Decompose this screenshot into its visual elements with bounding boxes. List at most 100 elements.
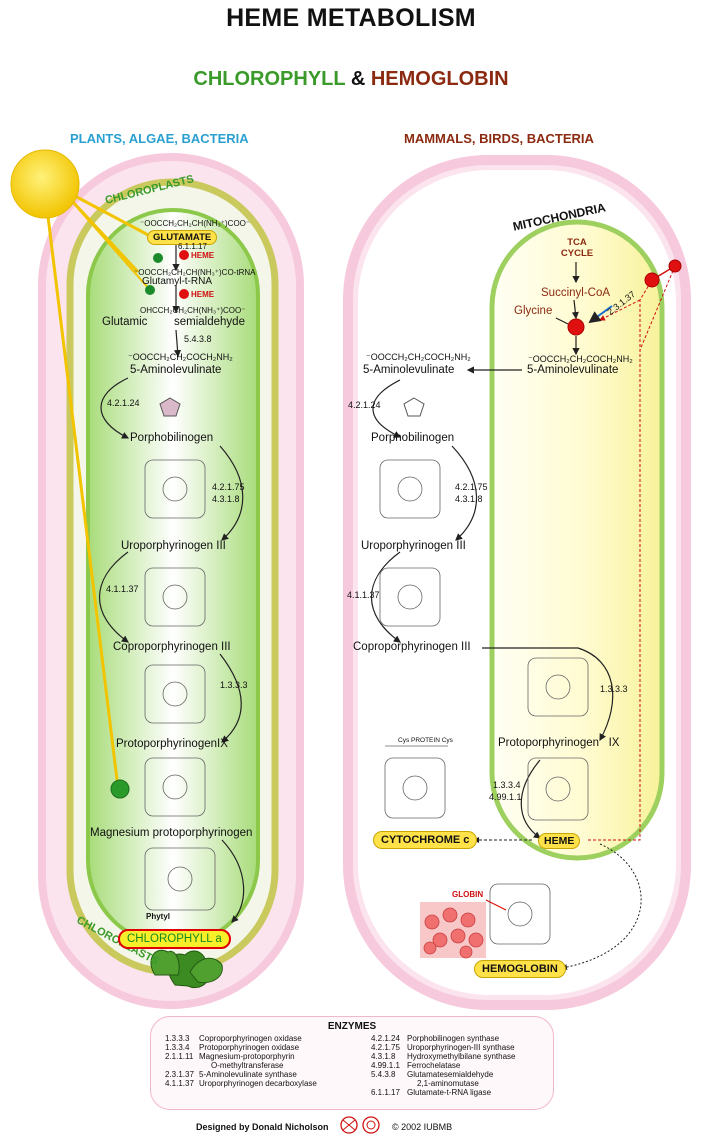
ala-left: 5-Aminolevulinate — [130, 364, 222, 376]
enzyme-42124-left: 4.2.1.24 — [107, 398, 140, 408]
glutamyl-trna: Glutamyl-t-RNA — [142, 276, 213, 287]
enzyme-5438-left: 5.4.3.8 — [184, 334, 212, 344]
enzyme-42175-left: 4.2.1.75 — [212, 482, 245, 492]
heme-feedback-line — [588, 279, 653, 841]
porphyrin-structure-heme — [527, 757, 589, 821]
glutamate-badge: GLUTAMATE — [147, 230, 218, 245]
porphyrin-structure-mg — [144, 757, 206, 817]
subtitle-amp: & — [350, 68, 366, 90]
glutamic-label: Glutamic — [102, 316, 148, 328]
glutamyl-trna-formula: ⁻OOCCH₂CH₂CH(NH₃⁺)CO-tRNA — [134, 268, 256, 277]
subtitle-hemoglobin: HEMOGLOBIN — [370, 68, 509, 90]
enzyme-41137-right: 4.1.1.37 — [347, 590, 380, 600]
arrow-ala-pbg-left — [100, 377, 130, 439]
porphyrin-structure-cytochrome — [384, 745, 448, 819]
enzyme-41137-left: 4.1.1.37 — [106, 584, 139, 594]
arrow-uro-copro-right — [370, 551, 401, 643]
arrow-pbg-uro-left — [219, 445, 244, 541]
porphobilinogen-right: Porphobilinogen — [371, 432, 455, 444]
hemoglobin-badge: HEMOGLOBIN — [474, 960, 566, 978]
porphyrin-structure-chl — [144, 847, 216, 911]
enzyme-entry: 2,1-aminomutase — [417, 1079, 479, 1088]
cycle-label: CYCLE — [560, 248, 594, 259]
porphyrin-structure-uro-right — [379, 459, 441, 519]
pbg-structure-right — [403, 397, 425, 417]
red-blood-cells — [423, 907, 484, 959]
enzyme-42124-right: 4.2.1.24 — [348, 400, 381, 410]
uroporphyrinogen-left: Uroporphyrinogen III — [121, 540, 226, 552]
regulation-dot-red-1 — [179, 250, 189, 260]
enzyme-1333-right: 1.3.3.3 — [600, 684, 628, 694]
arrow-glycine-synthase — [555, 317, 569, 325]
coproporphyrinogen-right: Coproporphyrinogen III — [353, 641, 471, 653]
copyright: © 2002 IUBMB — [392, 1122, 453, 1132]
ala-synthase-dot — [567, 318, 585, 336]
heme-feedback-line-3 — [639, 265, 676, 351]
cytochrome-c-badge: CYTOCHROME c — [373, 831, 478, 849]
protoporphyrinogen-left: ProtoporphyrinogenIX — [116, 738, 228, 750]
gsa-formula: OHCCH₂CH₂CH(NH₃⁺)COO⁻ — [140, 306, 246, 315]
coproporphyrinogen-left: Coproporphyrinogen III — [113, 641, 231, 653]
uroporphyrinogen-right: Uroporphyrinogen III — [361, 540, 466, 552]
magnesium-dot — [110, 779, 130, 799]
enzyme-entry: O-methyltransferase — [211, 1061, 284, 1070]
ala-formula-cyto: ⁻OOCCH₂CH₂COCH₂NH₂ — [366, 352, 471, 362]
cytochrome-protein-label: Cys PROTEIN Cys — [398, 737, 453, 744]
porphyrin-structure-hemoglobin — [489, 883, 551, 945]
enzyme-1334: 1.3.3.4 — [493, 780, 521, 790]
regulation-dot-green-2 — [145, 285, 155, 295]
globin-label: GLOBIN — [452, 890, 484, 899]
ala-formula-left: ⁻OOCCH₂CH₂COCH₂NH₂ — [128, 352, 233, 362]
heme-tag-2: HEME — [191, 290, 215, 299]
ala-formula-mito: ⁻OOCCH₂CH₂COCH₂NH₂ — [528, 354, 633, 364]
porphyrin-structure-proto-right — [527, 657, 589, 717]
phytyl-label: Phytyl — [146, 912, 171, 921]
arrow-proto-heme — [520, 759, 541, 839]
page-subtitle: CHLOROPHYLL & HEMOGLOBIN — [0, 68, 702, 91]
heme-badge: HEME — [538, 833, 581, 849]
heme-tag-1: HEME — [191, 251, 215, 260]
arrow-ala-pbg-right — [372, 379, 402, 438]
leaf-2 — [150, 949, 180, 976]
enzyme-61117-left: 6.1.1.17 — [178, 242, 207, 251]
mitochondria — [489, 219, 665, 861]
right-column-header: MAMMALS, BIRDS, BACTERIA — [404, 131, 594, 146]
inhibitor-dot-2 — [668, 259, 682, 273]
sun-ray-3 — [59, 187, 151, 291]
porphobilinogen-left: Porphobilinogen — [130, 432, 214, 444]
arrow-gsa-ala — [173, 329, 182, 358]
porphyrin-structure-copro-left — [144, 567, 206, 627]
arrow-mg-chl — [221, 839, 245, 923]
arrow-pbg-uro-right — [451, 445, 478, 541]
tca-label: TCA — [567, 237, 587, 248]
iubmb-logo-1 — [340, 1116, 358, 1134]
magnesium-protoporphyrinogen: Magnesium protoporphyrinogen — [90, 827, 253, 839]
enzymes-title: ENZYMES — [327, 1021, 377, 1032]
iubmb-logo-2 — [362, 1116, 380, 1134]
glutamate-formula: ⁻OOCCH₂CH₂CH(NH₃⁺)COO⁻ — [140, 219, 251, 228]
arrow-copro-proto-right — [482, 647, 614, 742]
inhibitor-dot-1 — [644, 272, 660, 288]
heme-feedback-line-2 — [599, 299, 641, 321]
enzyme-49911: 4.99.1.1 — [489, 792, 522, 802]
enzyme-1333-left: 1.3.3.3 — [220, 680, 248, 690]
succinyl-coa: Succinyl-CoA — [541, 287, 611, 299]
pbg-structure — [159, 397, 181, 417]
enzyme-4318-left: 4.3.1.8 — [212, 494, 240, 504]
regulation-dot-green-1 — [153, 253, 163, 263]
arrow-succinyl-synthase — [571, 299, 579, 320]
arrow-uro-copro-left — [98, 551, 129, 643]
ala-cyto: 5-Aminolevulinate — [363, 364, 455, 376]
designer-credit: Designed by Donald Nicholson — [196, 1122, 329, 1132]
